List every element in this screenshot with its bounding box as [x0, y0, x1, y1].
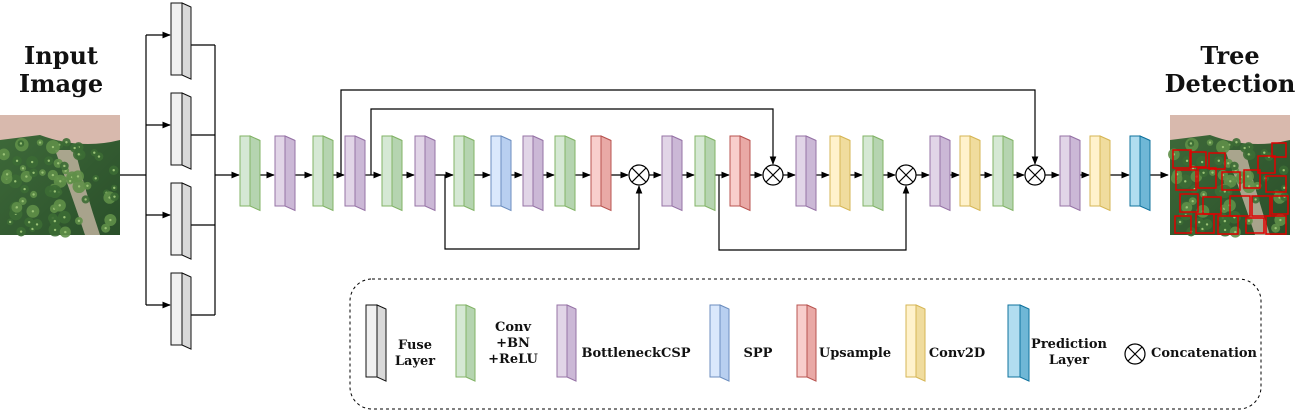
- bottleneck-block-18: [929, 135, 951, 212]
- bottleneck-block-2: [274, 135, 296, 212]
- conv-block-17: [862, 135, 884, 212]
- fuse-layer-3: [170, 182, 192, 260]
- concat-node-2: [762, 164, 784, 186]
- fuse-layer-4: [170, 272, 192, 350]
- bottleneck-block-9: [522, 135, 544, 212]
- concat-node-4: [1024, 164, 1046, 186]
- legend-swatch-spp: [709, 304, 730, 382]
- legend-label-bottleneck: BottleneckCSP: [581, 346, 691, 361]
- detection-box: [1265, 175, 1287, 193]
- detection-box: [1208, 152, 1226, 170]
- legend-swatch-prediction: [1007, 304, 1030, 382]
- conv-block-3: [312, 135, 334, 212]
- input-image-title: Input Image: [18, 41, 104, 98]
- detection-box: [1271, 195, 1289, 215]
- detection-box: [1265, 215, 1287, 235]
- upsample-block-14: [729, 135, 751, 212]
- fuse-layer-2: [170, 92, 192, 170]
- detection-box: [1179, 193, 1199, 213]
- legend-swatch-upsample: [796, 304, 817, 382]
- detection-box: [1271, 142, 1287, 158]
- concat-node-3: [895, 164, 917, 186]
- skip-connections: [340, 89, 1039, 251]
- detection-box: [1195, 213, 1215, 234]
- conv-block-5: [381, 135, 403, 212]
- detection-box: [1251, 195, 1271, 217]
- detection-box: [1174, 215, 1192, 234]
- concatenation-nodes: [628, 164, 1046, 186]
- legend-label-conv: Conv +BN +ReLU: [488, 320, 538, 367]
- legend-label-concat: Concatenation: [1150, 346, 1258, 361]
- conv2d-block-19: [959, 135, 981, 212]
- detection-box: [1257, 155, 1276, 174]
- detection-box: [1175, 169, 1197, 191]
- legend-swatch-concat: [1124, 343, 1146, 365]
- legend-label-conv2d: Conv2D: [928, 346, 986, 361]
- upsample-block-11: [590, 135, 612, 212]
- legend-swatch-conv: [455, 304, 476, 382]
- conv-block-20: [992, 135, 1014, 212]
- bottleneck-block-6: [414, 135, 436, 212]
- tree-detection-title: Tree Detection: [1164, 41, 1296, 98]
- conv-block-13: [694, 135, 716, 212]
- legend-swatches: [365, 304, 1146, 382]
- spp-block-8: [490, 135, 512, 212]
- detection-box: [1221, 171, 1241, 191]
- conv2d-block-22: [1089, 135, 1111, 212]
- detection-box: [1217, 215, 1239, 235]
- detection-box: [1197, 167, 1217, 189]
- legend-swatch-conv2d: [905, 304, 926, 382]
- detection-box: [1243, 169, 1261, 189]
- legend-box: [349, 278, 1262, 410]
- legend-label-prediction: Prediction Layer: [1031, 337, 1107, 368]
- output-image: [1168, 115, 1290, 238]
- legend-label-spp: SPP: [743, 346, 773, 361]
- layer-blocks: [170, 2, 1151, 350]
- conv-block-7: [453, 135, 475, 212]
- detection-box: [1172, 149, 1192, 169]
- legend-swatch-fuse: [365, 304, 387, 382]
- legend-label-upsample: Upsample: [818, 346, 892, 361]
- conv2d-block-16: [829, 135, 851, 212]
- bottleneck-block-15: [795, 135, 817, 212]
- detection-box: [1229, 195, 1251, 217]
- detection-box: [1189, 151, 1207, 168]
- prediction-block-23: [1129, 135, 1151, 212]
- conv-block-10: [554, 135, 576, 212]
- fuse-branch-lines: [120, 31, 240, 316]
- bottleneck-block-12: [661, 135, 683, 212]
- fuse-layer-1: [170, 2, 192, 80]
- bottleneck-block-21: [1059, 135, 1081, 212]
- input-image: [0, 115, 120, 238]
- legend-swatch-bottleneck: [556, 304, 577, 382]
- conv-block-1: [239, 135, 261, 212]
- bottleneck-block-4: [344, 135, 366, 212]
- concat-node-1: [628, 164, 650, 186]
- detection-box: [1245, 217, 1265, 234]
- legend-label-fuse: Fuse Layer: [394, 338, 436, 369]
